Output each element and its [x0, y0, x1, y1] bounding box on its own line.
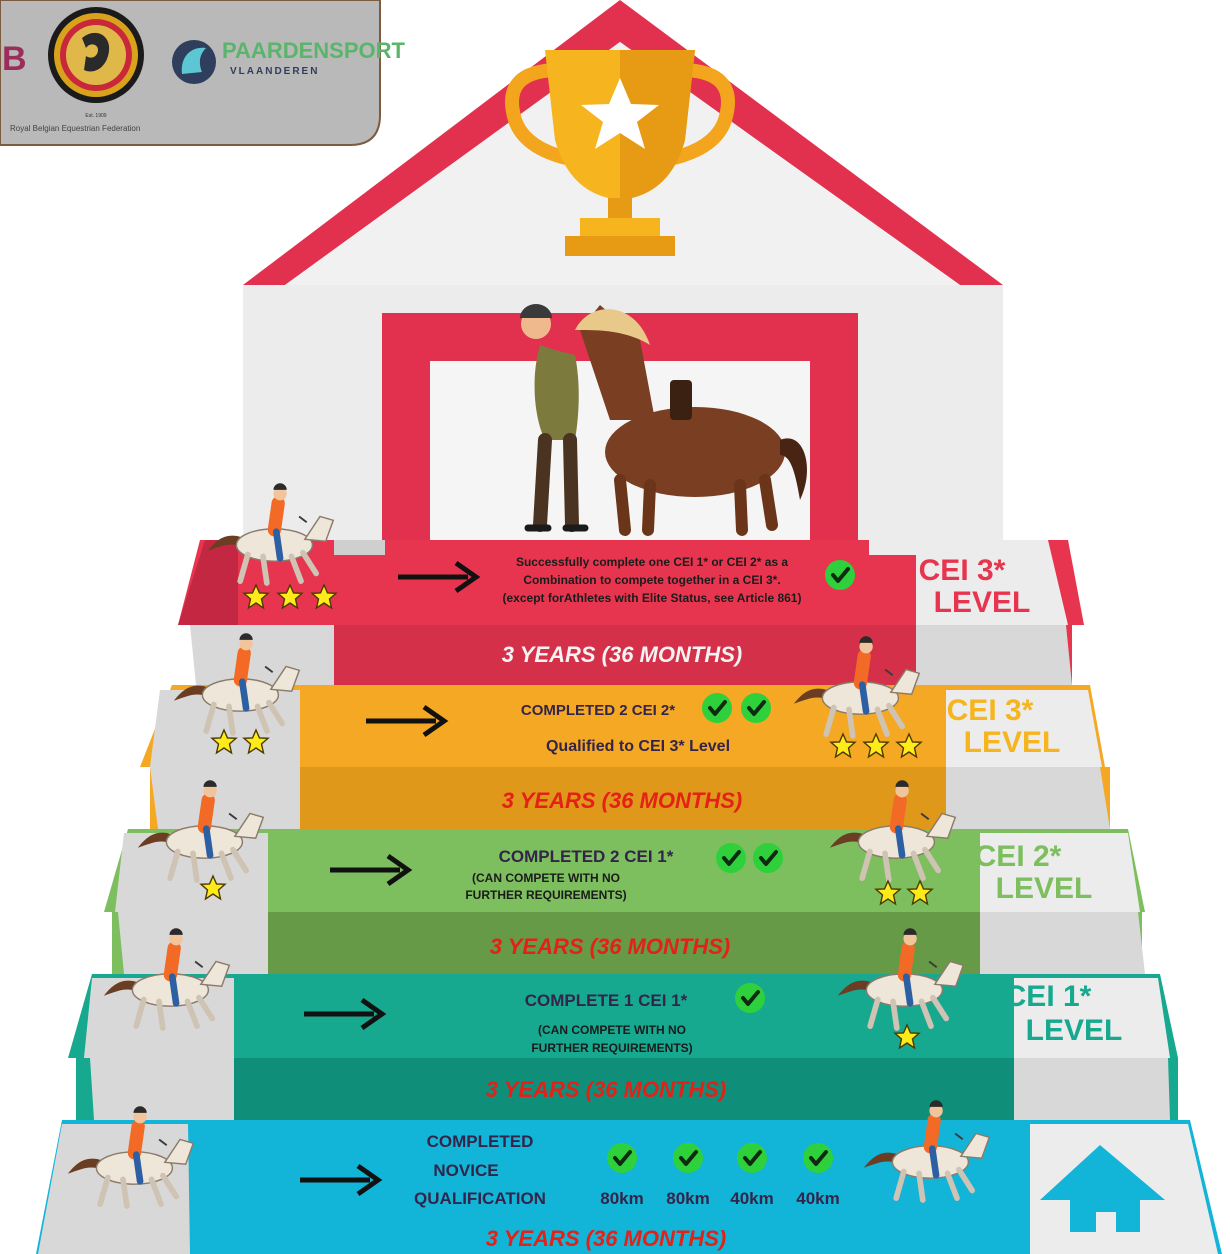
- established-label: Est. 1909: [85, 113, 106, 119]
- step1-line3: (except forAthletes with Elite Status, s…: [503, 591, 802, 605]
- novice-distance-3: 40km: [730, 1189, 773, 1208]
- rbef-seal-logo: Est. 1909: [48, 7, 144, 119]
- check-novice-4-icon: [801, 1141, 835, 1175]
- paardensport-logo: PAARDENSPORT VLAANDEREN: [172, 38, 406, 84]
- step4-line1: COMPLETE 1 CEI 1*: [525, 991, 688, 1010]
- novice-line1: COMPLETED: [427, 1132, 534, 1151]
- step2-line1: COMPLETED 2 CEI 2*: [521, 702, 675, 719]
- check-step4-icon: [733, 981, 767, 1015]
- novice-line2: NOVICE: [433, 1161, 498, 1180]
- step1-line2: Combination to compete together in a CEI…: [523, 573, 780, 587]
- check-step1-icon: [823, 558, 857, 592]
- step3-line2: (CAN COMPETE WITH NO: [472, 871, 620, 885]
- check-step3b-icon: [751, 841, 785, 875]
- step3-line1: COMPLETED 2 CEI 1*: [499, 847, 674, 866]
- step4-level-line1: CEI 1*: [1005, 980, 1092, 1013]
- federation-caption: Royal Belgian Equestrian Federation: [10, 124, 140, 133]
- novice-distance-1: 80km: [600, 1189, 643, 1208]
- trophy-icon: [505, 50, 735, 256]
- step2-level-line2: LEVEL: [964, 726, 1061, 759]
- check-novice-2-icon: [671, 1141, 705, 1175]
- novice-distance-4: 40km: [796, 1189, 839, 1208]
- step4-line3: FURTHER REQUIREMENTS): [531, 1041, 692, 1055]
- step4-period: 3 YEARS (36 MONTHS): [486, 1077, 726, 1102]
- step1-level-line2: LEVEL: [934, 586, 1031, 619]
- step2-period: 3 YEARS (36 MONTHS): [502, 788, 742, 813]
- novice-period: 3 YEARS (36 MONTHS): [486, 1226, 726, 1251]
- rider-with-horse-illustration: [520, 304, 808, 536]
- step2-level-line1: CEI 3*: [947, 694, 1034, 727]
- novice-distance-2: 80km: [666, 1189, 709, 1208]
- logo-left-fragment: B: [2, 40, 27, 78]
- step1-level-line1: CEI 3*: [919, 554, 1006, 587]
- step-cei3-combination: [178, 540, 1084, 685]
- home-icon: [1040, 1145, 1165, 1232]
- check-step2a-icon: [700, 691, 734, 725]
- check-novice-3-icon: [735, 1141, 769, 1175]
- step4-line2: (CAN COMPETE WITH NO: [538, 1023, 686, 1037]
- novice-line3: QUALIFICATION: [414, 1189, 546, 1208]
- step3-period: 3 YEARS (36 MONTHS): [490, 934, 730, 959]
- step4-level-line2: LEVEL: [1026, 1014, 1123, 1047]
- logo-panel: B Est. 1909 Royal Belgian Equestrian Fed…: [0, 0, 406, 146]
- paardensport-name: PAARDENSPORT: [222, 38, 406, 63]
- check-novice-1-icon: [605, 1141, 639, 1175]
- check-step2b-icon: [739, 691, 773, 725]
- check-step3a-icon: [714, 841, 748, 875]
- step3-level-line2: LEVEL: [996, 872, 1093, 905]
- step3-level-line1: CEI 2*: [975, 840, 1062, 873]
- paardensport-sub: VLAANDEREN: [230, 66, 319, 77]
- step1-line1: Successfully complete one CEI 1* or CEI …: [516, 555, 788, 569]
- step3-line3: FURTHER REQUIREMENTS): [465, 888, 626, 902]
- step1-period: 3 YEARS (36 MONTHS): [502, 642, 742, 667]
- step2-line2: Qualified to CEI 3* Level: [546, 738, 730, 755]
